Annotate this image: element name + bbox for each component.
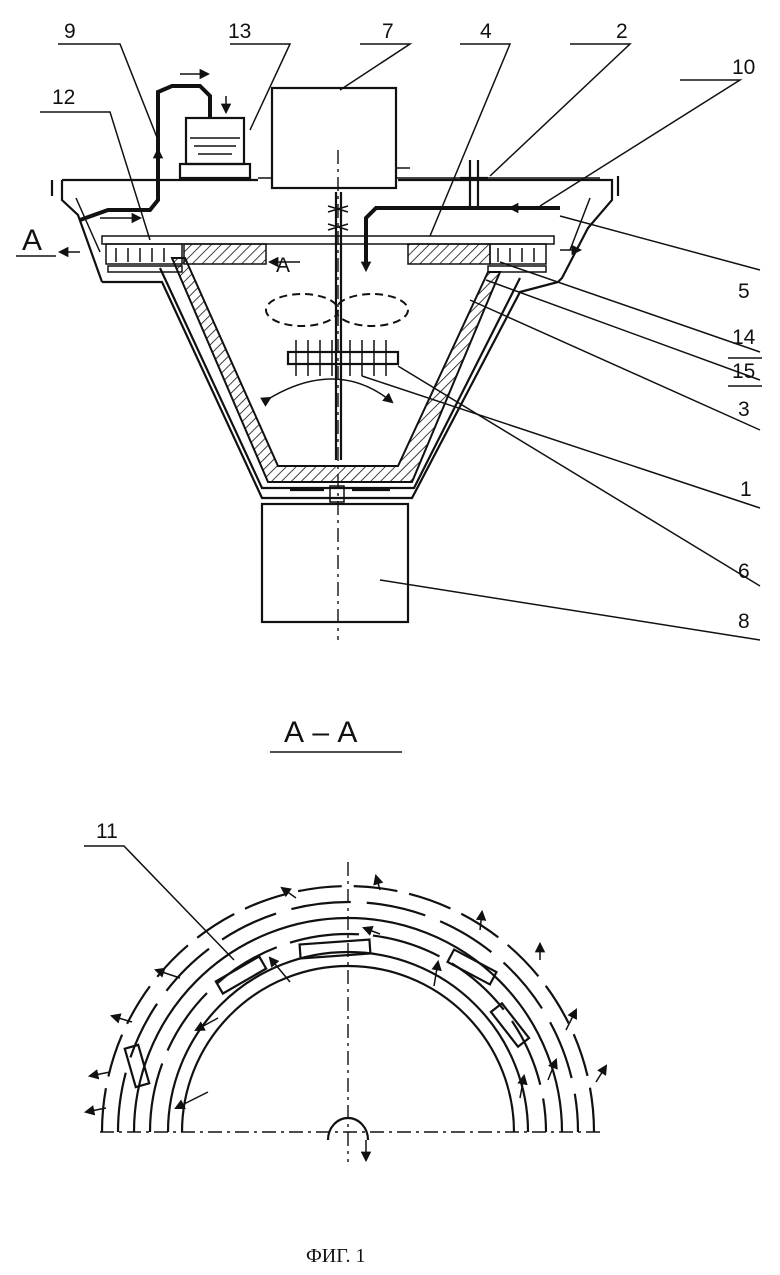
rotation-arrow: [270, 379, 392, 402]
label-2: 2: [616, 20, 628, 43]
section-title: А – А: [284, 716, 357, 749]
label-1: 1: [740, 478, 752, 501]
label-9: 9: [64, 20, 76, 43]
label-6: 6: [738, 560, 750, 583]
label-7: 7: [382, 20, 394, 43]
leader-lines: [16, 44, 760, 640]
section-mark-inner: A: [276, 254, 290, 277]
motor-bottom: [262, 504, 408, 622]
section-view-aa: [84, 846, 606, 1162]
feed-tank: [186, 118, 244, 164]
label-4: 4: [480, 20, 492, 43]
label-15: 15: [732, 360, 755, 383]
section-mark-left: A: [22, 224, 42, 257]
stirrer-right: [336, 294, 408, 326]
label-5: 5: [738, 280, 750, 303]
label-8: 8: [738, 610, 750, 633]
label-12: 12: [52, 86, 75, 109]
disc-hatch-left: [184, 244, 266, 264]
disc-hatch-right: [408, 244, 490, 264]
sectional-view: [52, 74, 618, 640]
beater-bar: [288, 352, 398, 364]
label-14: 14: [732, 326, 756, 349]
rotor-disc: [102, 236, 554, 244]
label-3: 3: [738, 398, 750, 421]
label-13: 13: [228, 20, 251, 43]
label-11: 11: [96, 820, 118, 843]
label-10: 10: [732, 56, 755, 79]
stirrer-left: [266, 294, 338, 326]
motor-top: [272, 88, 396, 188]
figure-caption: ФИГ. 1: [306, 1245, 366, 1267]
